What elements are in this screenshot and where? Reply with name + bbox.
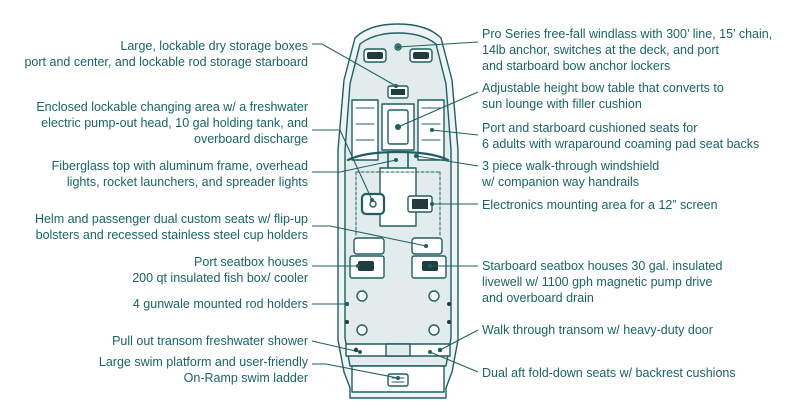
callout-text: Helm and passenger dual custom seats w/ …	[34, 212, 308, 226]
callout-text: 6 adults with wraparound coaming pad sea…	[482, 137, 760, 151]
callout-text: w/ companion way handrails	[482, 175, 640, 189]
callout-port-box: Port seatbox houses 200 qt insulated fis…	[132, 254, 308, 286]
callout-text: Dual aft fold-down seats w/ backrest cus…	[482, 366, 736, 380]
leader-windlass	[397, 41, 479, 48]
callout-text: 14lb anchor, switches at the deck, and p…	[482, 43, 719, 57]
callout-text: overboard discharge	[194, 132, 308, 146]
leader-changing	[312, 129, 373, 201]
rod-holder-2	[345, 320, 349, 324]
callout-seats: Port and starboard cushioned seats for 6…	[482, 120, 759, 152]
callout-text: Fiberglass top with aluminum frame, over…	[51, 159, 308, 173]
callout-text: lights, rocket launchers, and spreader l…	[66, 175, 308, 189]
callout-text: 200 qt insulated fish box/ cooler	[132, 271, 308, 285]
leader-swim	[312, 363, 399, 379]
callout-windshield: 3 piece walk-through windshield w/ compa…	[482, 158, 659, 190]
callout-electronics: Electronics mounting area for a 12” scre…	[482, 197, 718, 213]
callout-windlass: Pro Series free-fall windlass with 300’ …	[482, 26, 772, 74]
leader-helm	[312, 225, 427, 247]
callout-text: On-Ramp swim ladder	[183, 371, 308, 385]
callout-text: Port and starboard cushioned seats for	[482, 121, 698, 135]
rod-holder-4	[447, 320, 451, 324]
callout-text: Enclosed lockable changing area w/ a fre…	[36, 100, 308, 114]
callout-aft-seats: Dual aft fold-down seats w/ backrest cus…	[482, 365, 736, 381]
windshield	[346, 150, 450, 162]
callout-text: sun lounge with filler cushion	[482, 97, 642, 111]
callout-text: 3 piece walk-through windshield	[482, 159, 660, 173]
callout-text: port and center, and lockable rod storag…	[24, 55, 308, 69]
callout-swim: Large swim platform and user-friendly On…	[99, 354, 308, 386]
changing-area-hatch	[360, 192, 386, 216]
callout-text: Large swim platform and user-friendly	[98, 355, 308, 369]
bow-seat-port	[351, 99, 379, 161]
callout-text: electric pump-out head, 10 gal holding t…	[41, 116, 308, 130]
callout-top: Fiberglass top with aluminum frame, over…	[52, 158, 308, 190]
callout-text: Walk through transom w/ heavy-duty door	[482, 323, 713, 337]
callout-livewell: Starboard seatbox houses 30 gal. insulat…	[482, 258, 722, 306]
callout-text: Starboard seatbox houses 30 gal. insulat…	[482, 259, 723, 273]
callout-changing: Enclosed lockable changing area w/ a fre…	[36, 99, 308, 147]
leader-shower	[311, 340, 361, 353]
callout-text: Electronics mounting area for a 12” scre…	[482, 198, 718, 212]
swim-ladder	[387, 373, 409, 387]
leader-top	[312, 159, 397, 173]
callout-transom-door: Walk through transom w/ heavy-duty door	[482, 322, 713, 338]
leader-transom-door	[439, 329, 479, 351]
leader-storage	[312, 43, 397, 87]
callout-text: livewell w/ 1100 gph magnetic pump drive	[482, 275, 713, 289]
callout-text: bolsters and recessed stainless steel cu…	[35, 228, 308, 242]
transom-door	[385, 343, 411, 357]
callout-rod-holders: 4 gunwale mounted rod holders	[133, 296, 308, 312]
helm-seat-port	[353, 237, 385, 255]
callout-helm: Helm and passenger dual custom seats w/ …	[35, 211, 308, 243]
callout-text: Large, lockable dry storage boxes	[120, 39, 308, 53]
callout-storage: Large, lockable dry storage boxes port a…	[24, 38, 308, 70]
rod-holder-3	[447, 302, 451, 306]
leader-table	[397, 91, 479, 128]
callout-shower: Pull out transom freshwater shower	[112, 333, 308, 349]
callout-text: 4 gunwale mounted rod holders	[132, 297, 308, 311]
leader-windshield	[415, 155, 479, 167]
callout-text: Pro Series free-fall windlass with 300’ …	[482, 27, 773, 41]
callout-text: Pull out transom freshwater shower	[112, 334, 308, 348]
callout-text: Port seatbox houses	[194, 255, 308, 269]
leader-seats	[431, 129, 479, 136]
leader-aft-seats	[429, 351, 479, 373]
callout-text: and overboard drain	[482, 291, 594, 305]
callout-text: and starboard bow anchor lockers	[482, 59, 671, 73]
callout-text: Adjustable height bow table that convert…	[482, 81, 724, 95]
callout-table: Adjustable height bow table that convert…	[482, 80, 724, 112]
